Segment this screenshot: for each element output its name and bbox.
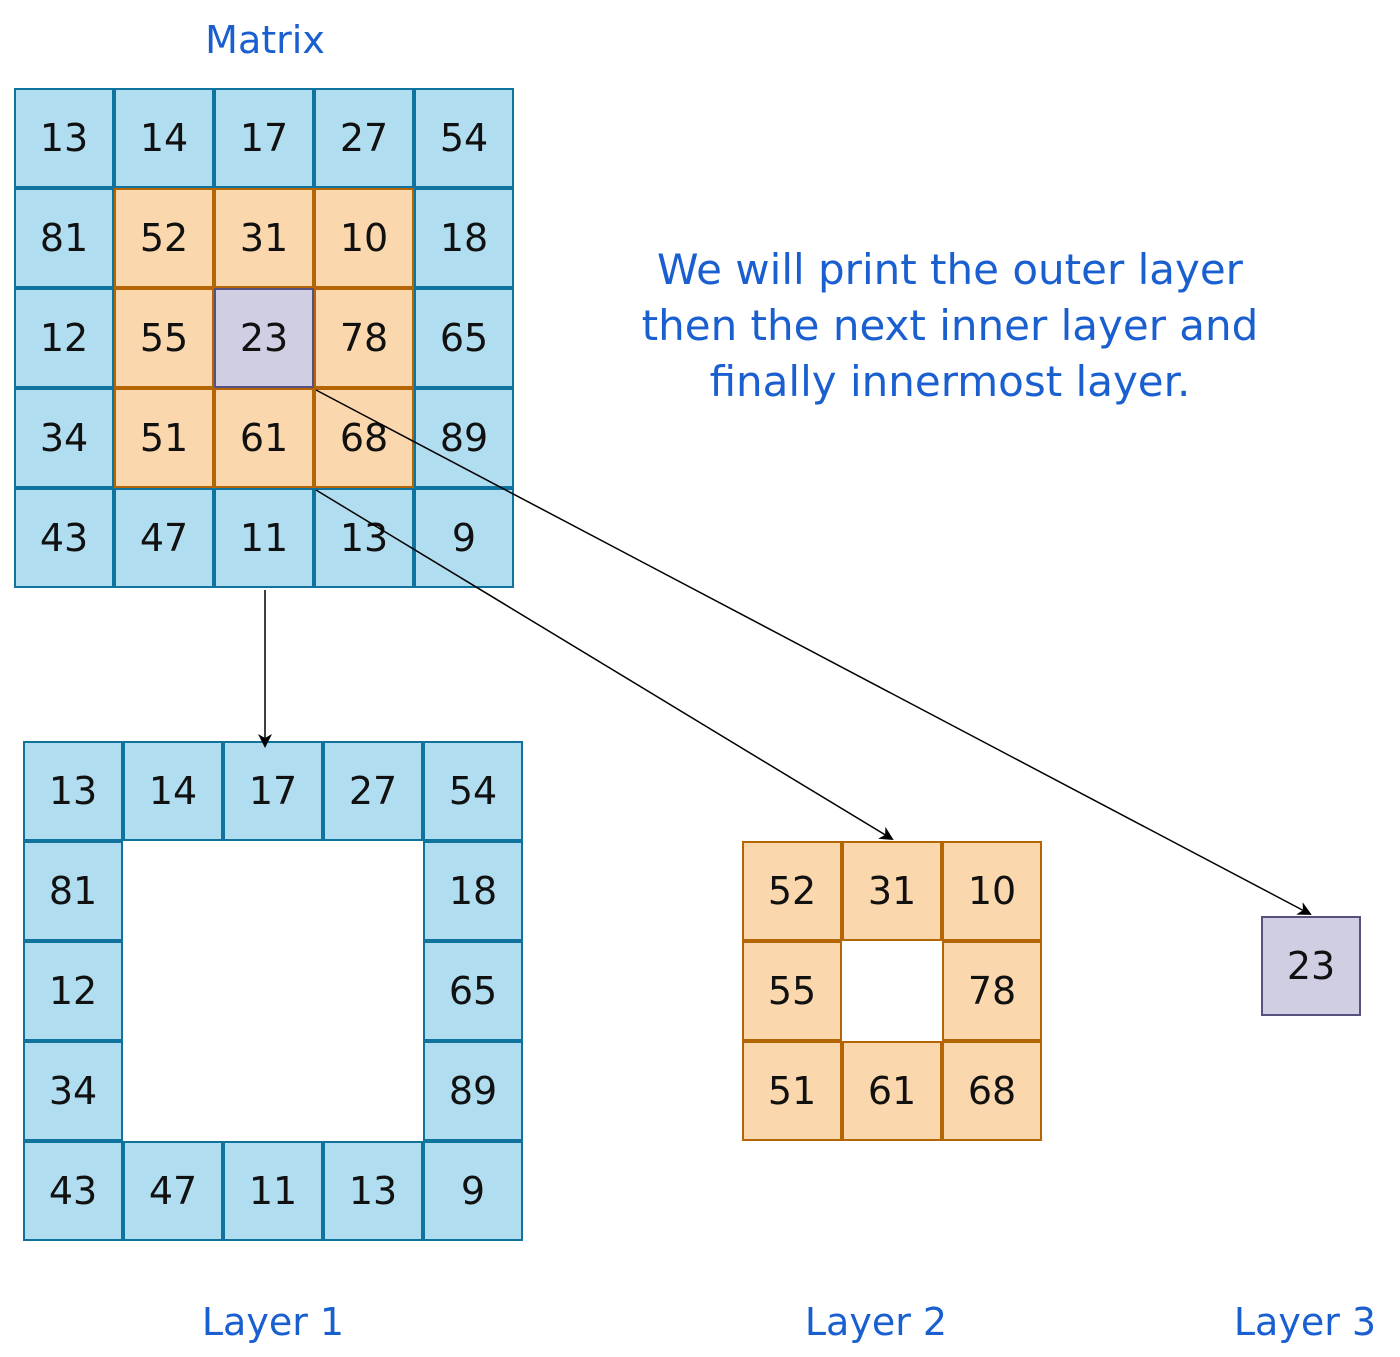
matrix-cell: 17 — [214, 88, 314, 188]
layer2-empty-cell — [842, 941, 942, 1041]
layer1-cell: 14 — [123, 741, 223, 841]
matrix-cell: 54 — [414, 88, 514, 188]
layer1-empty-cell — [123, 941, 223, 1041]
layer1-cell: 9 — [423, 1141, 523, 1241]
matrix-cell: 55 — [114, 288, 214, 388]
description-line-2: then the next inner layer and — [641, 301, 1259, 350]
layer1-cell: 89 — [423, 1041, 523, 1141]
layer1-cell: 17 — [223, 741, 323, 841]
matrix-cell: 43 — [14, 488, 114, 588]
matrix-cell: 12 — [14, 288, 114, 388]
matrix-cell: 9 — [414, 488, 514, 588]
matrix-cell: 27 — [314, 88, 414, 188]
layer1-cell: 13 — [323, 1141, 423, 1241]
matrix-cell: 68 — [314, 388, 414, 488]
layer1-empty-cell — [223, 1041, 323, 1141]
matrix-cell: 11 — [214, 488, 314, 588]
layer2-cell: 31 — [842, 841, 942, 941]
layer1-cell: 47 — [123, 1141, 223, 1241]
matrix-cell: 31 — [214, 188, 314, 288]
layer2-cell: 10 — [942, 841, 1042, 941]
layer1-empty-cell — [223, 841, 323, 941]
layer2-cell: 52 — [742, 841, 842, 941]
layer1-cell: 34 — [23, 1041, 123, 1141]
matrix-cell: 13 — [14, 88, 114, 188]
layer1-cell: 65 — [423, 941, 523, 1041]
matrix-cell: 34 — [14, 388, 114, 488]
layer1-cell: 18 — [423, 841, 523, 941]
layer1-cell: 27 — [323, 741, 423, 841]
layer1-cell: 12 — [23, 941, 123, 1041]
matrix-cell: 81 — [14, 188, 114, 288]
layer2-cell: 51 — [742, 1041, 842, 1141]
layer1-empty-cell — [223, 941, 323, 1041]
matrix-cell: 13 — [314, 488, 414, 588]
matrix-cell: 89 — [414, 388, 514, 488]
layer1-cell: 13 — [23, 741, 123, 841]
matrix-cell: 52 — [114, 188, 214, 288]
layer1-empty-cell — [123, 841, 223, 941]
layer1-empty-cell — [323, 841, 423, 941]
matrix-cell: 14 — [114, 88, 214, 188]
layer2-cell: 78 — [942, 941, 1042, 1041]
layer2-label: Layer 2 — [804, 1300, 948, 1344]
layer2-cell: 55 — [742, 941, 842, 1041]
layer2-cell: 61 — [842, 1041, 942, 1141]
description-line-3: finally innermost layer. — [709, 357, 1191, 406]
layer1-cell: 11 — [223, 1141, 323, 1241]
layer1-cell: 54 — [423, 741, 523, 841]
layer3-label: Layer 3 — [1233, 1300, 1377, 1344]
layer1-empty-cell — [323, 1041, 423, 1141]
matrix-title: Matrix — [205, 18, 325, 62]
matrix-cell: 65 — [414, 288, 514, 388]
matrix-cell: 23 — [214, 288, 314, 388]
matrix-cell: 51 — [114, 388, 214, 488]
layer1-cell: 43 — [23, 1141, 123, 1241]
layer1-empty-cell — [323, 941, 423, 1041]
matrix-cell: 10 — [314, 188, 414, 288]
description-text: We will print the outer layer then the n… — [600, 242, 1300, 410]
description-line-1: We will print the outer layer — [657, 245, 1243, 294]
matrix-cell: 47 — [114, 488, 214, 588]
layer2-cell: 68 — [942, 1041, 1042, 1141]
layer1-label: Layer 1 — [201, 1300, 345, 1344]
matrix-cell: 18 — [414, 188, 514, 288]
layer1-cell: 81 — [23, 841, 123, 941]
layer3-cell: 23 — [1261, 916, 1361, 1016]
matrix-cell: 78 — [314, 288, 414, 388]
layer1-empty-cell — [123, 1041, 223, 1141]
matrix-cell: 61 — [214, 388, 314, 488]
